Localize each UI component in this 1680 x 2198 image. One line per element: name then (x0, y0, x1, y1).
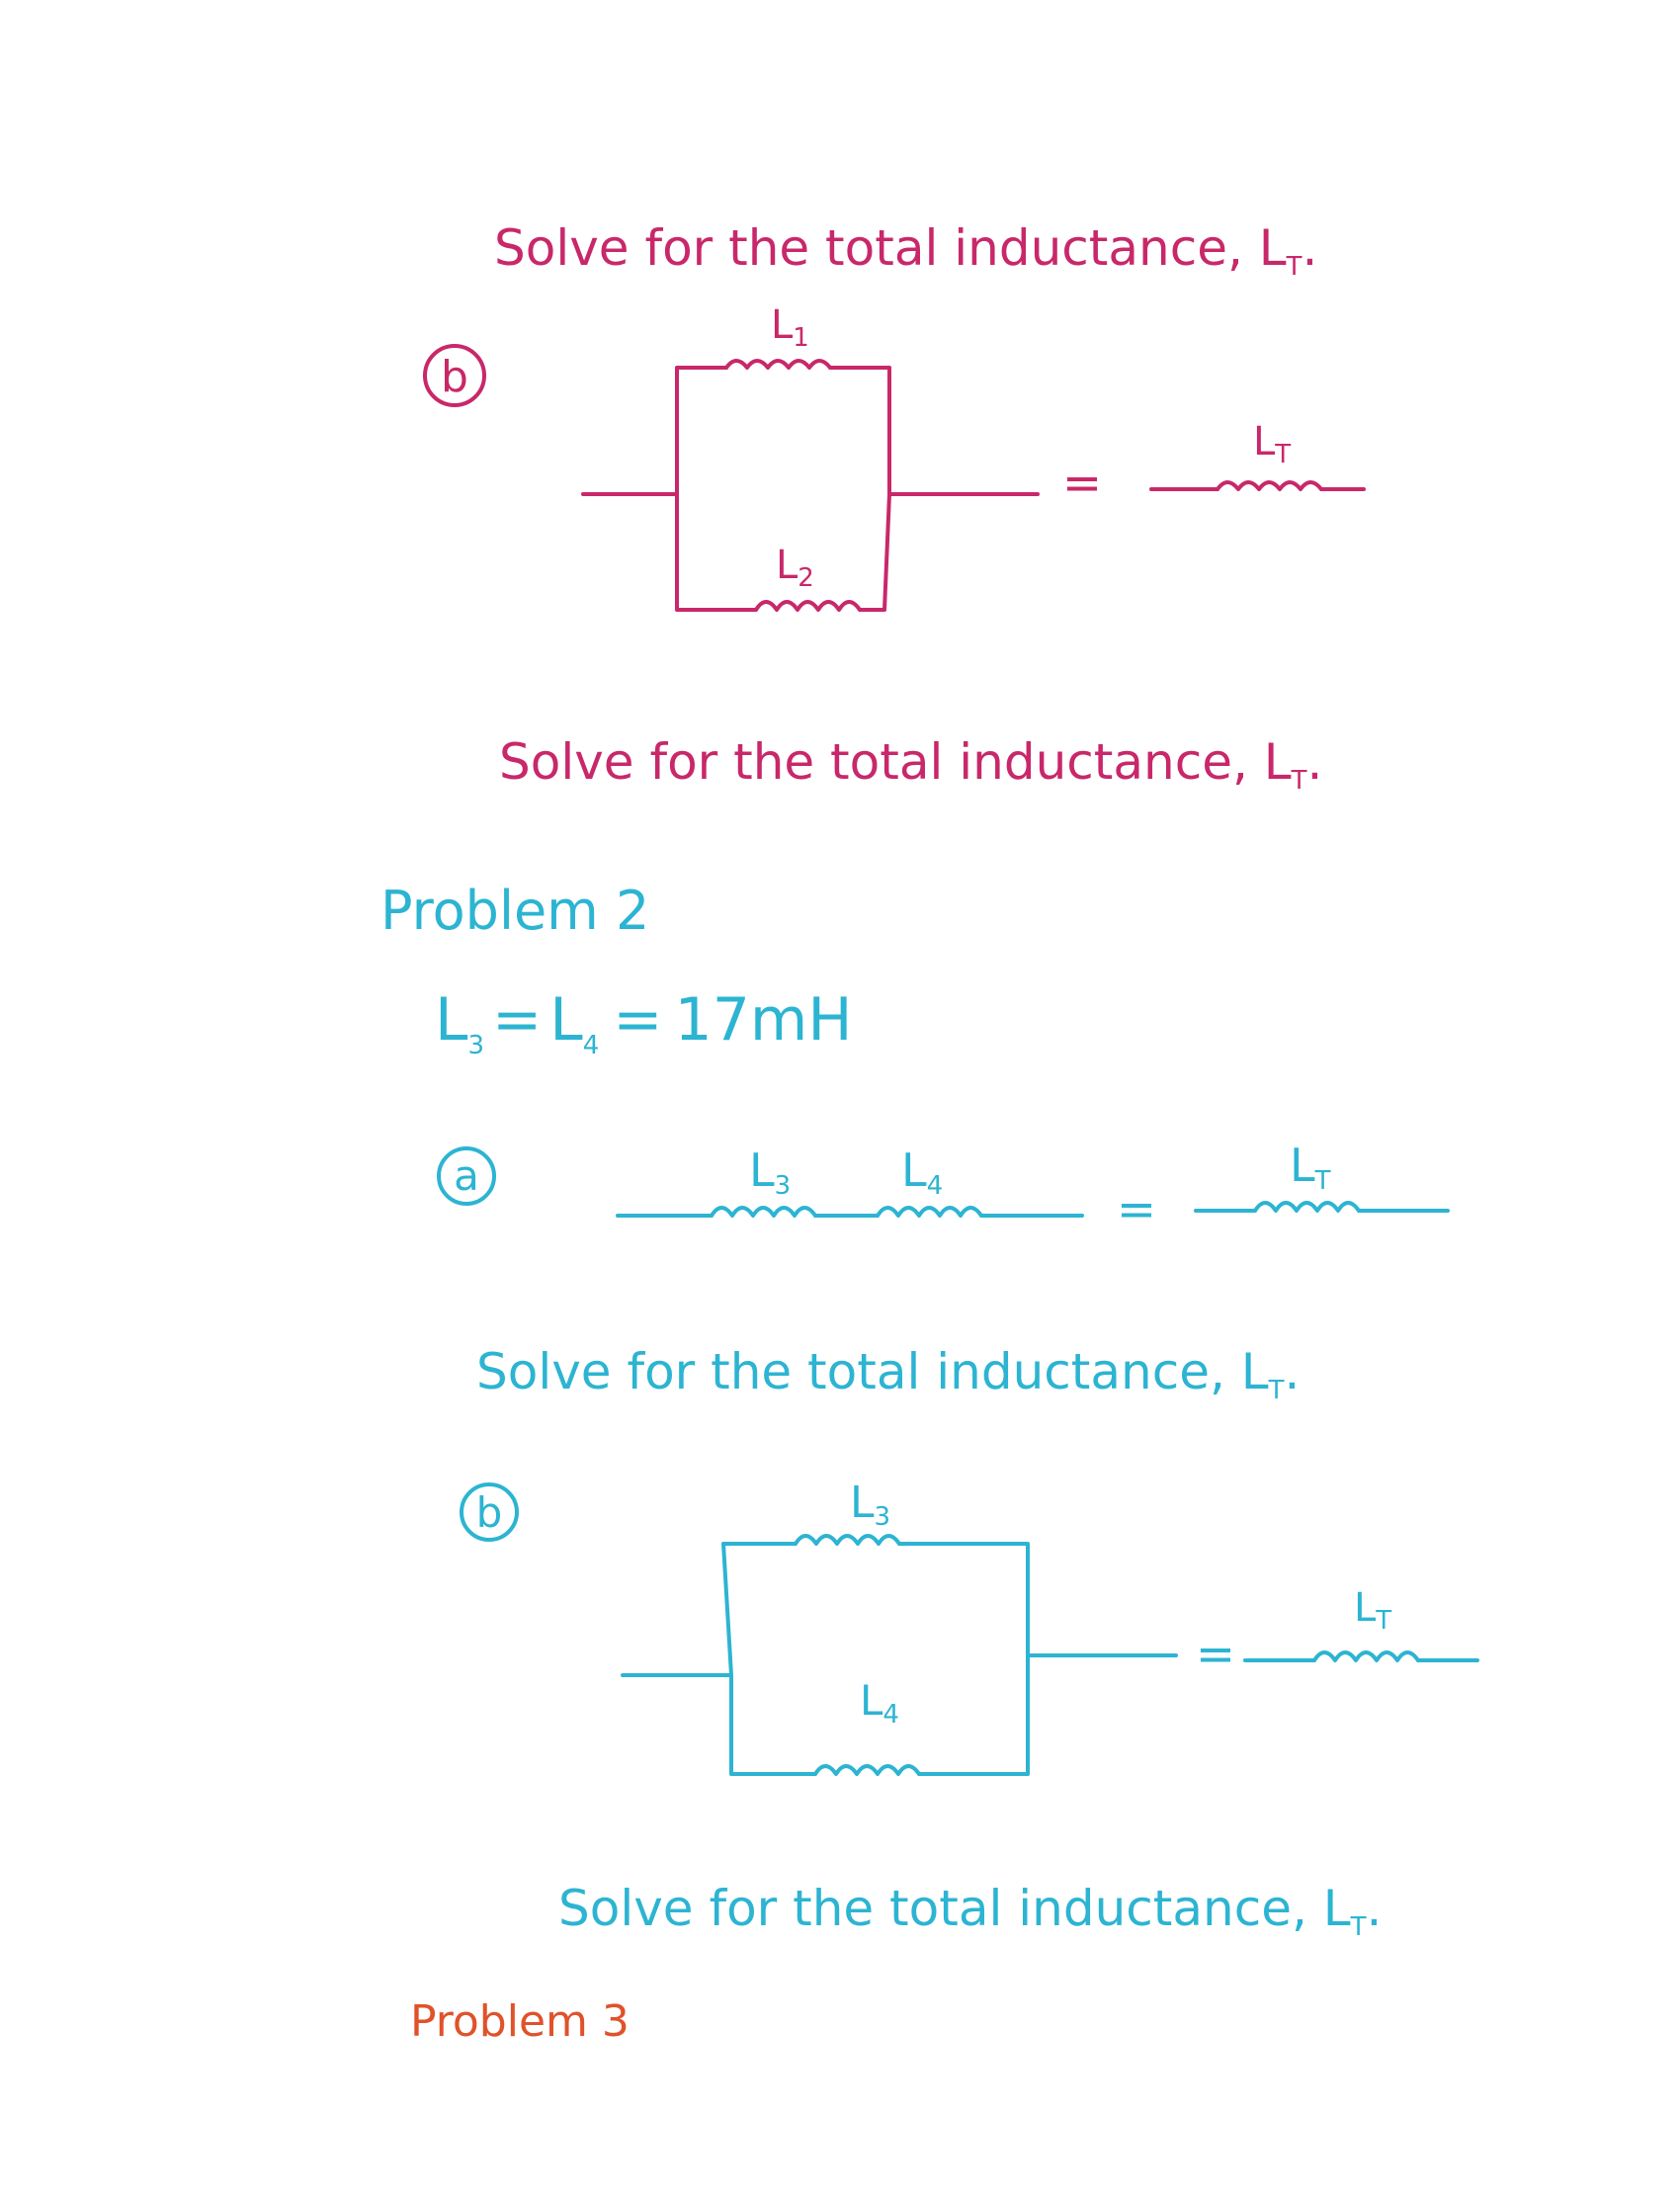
inductor-l4-label-series: L4 (901, 1143, 943, 1201)
part-b-marker: b (423, 344, 486, 407)
parallel-circuit-wires (581, 366, 1040, 612)
inductor-l2-label: L2 (776, 543, 814, 593)
inductor-l3-label-parallel: L3 (850, 1478, 890, 1532)
prompt-text: Solve for the total inductance, LT. (494, 219, 1317, 282)
part-a-total-label: LT (1290, 1139, 1331, 1196)
total-inductor-coil-pink (1216, 480, 1323, 491)
part-label-circle (423, 344, 486, 407)
total-inductance-label: LT (1253, 419, 1291, 469)
section-b-parallel-pink: Solve for the total inductance, LT. b L1… (423, 219, 1366, 612)
given-values: L3=L4=17mH (435, 985, 852, 1060)
part-b-total-coil (1312, 1650, 1420, 1662)
equals-sign: = (1062, 456, 1102, 511)
part-b-prompt: Solve for the total inductance, LT. (558, 1880, 1382, 1942)
part-b-total-label: LT (1354, 1585, 1391, 1636)
part-b-label: b (476, 1488, 503, 1537)
part-b-equals-sign: = (1196, 1627, 1235, 1682)
inductor-l4-label-parallel: L4 (860, 1676, 899, 1730)
inductor-l4-coil-parallel (813, 1764, 921, 1776)
part-a-label: a (454, 1151, 479, 1200)
inductor-l3-coil-series (710, 1206, 817, 1218)
part-b-label-circle (460, 1482, 519, 1542)
part-label: b (441, 352, 468, 402)
inductor-l1-label: L1 (771, 302, 809, 353)
part-a-label-circle (437, 1146, 496, 1206)
inductor-l1-coil (724, 359, 832, 370)
problem-2-section: Problem 2 L3=L4=17mH a L3 L4 = LT Solve … (380, 880, 1479, 1942)
inductor-l2-coil (754, 600, 862, 612)
part-b-parallel-circuit: b L3 L4 = LT Solve for the total inducta… (460, 1478, 1479, 1942)
inductor-l4-coil-series (876, 1206, 983, 1218)
part-a-total-coil (1253, 1201, 1361, 1213)
inductor-l3-coil-parallel (794, 1534, 901, 1546)
after-b-prompt: Solve for the total inductance, LT. (499, 733, 1322, 796)
problem-2-title: Problem 2 (380, 880, 649, 942)
inductor-l3-label-series: L3 (749, 1143, 791, 1201)
part-a-equals-sign: = (1117, 1182, 1156, 1237)
part-a-prompt: Solve for the total inductance, LT. (476, 1343, 1300, 1405)
parallel-circuit-wires-cyan (621, 1542, 1178, 1776)
part-a-series-circuit: a L3 L4 = LT Solve for the total inducta… (437, 1139, 1450, 1405)
problem-3-title: Problem 3 (410, 1996, 630, 2047)
